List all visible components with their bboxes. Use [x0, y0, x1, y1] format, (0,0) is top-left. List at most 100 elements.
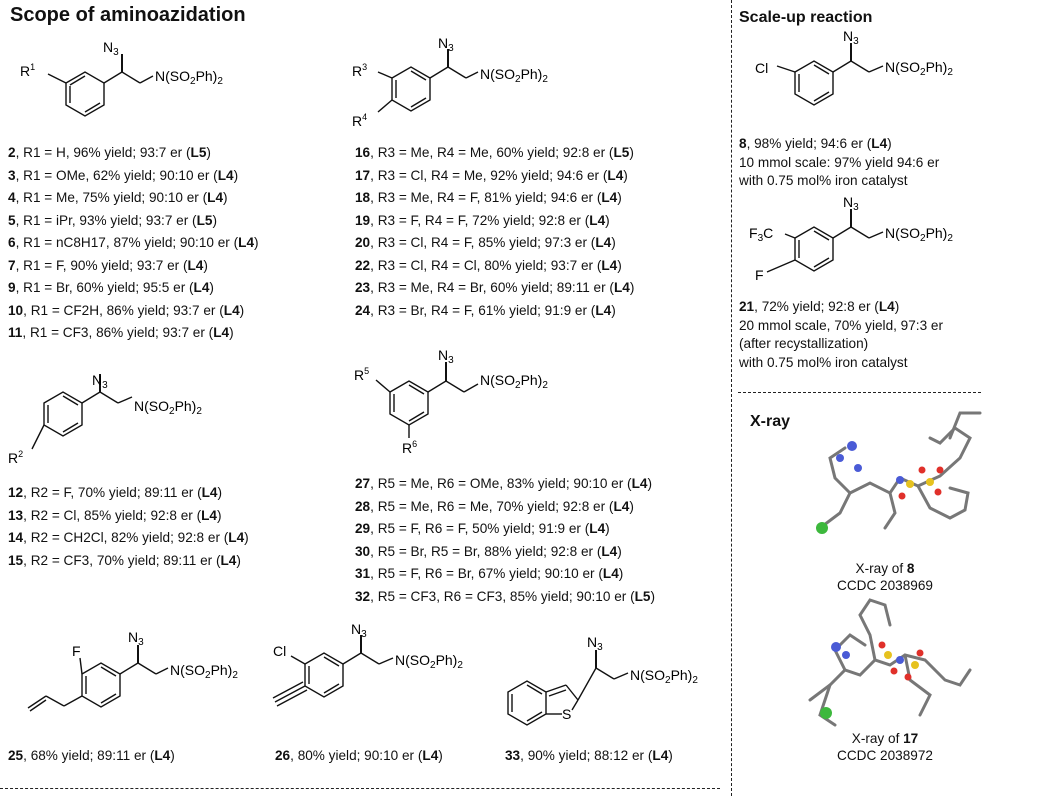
label-r4: R4 — [352, 112, 367, 129]
label-nso2ph2: N(SO2Ph)2 — [480, 66, 548, 85]
entry-row: 13, R2 = Cl, 85% yield; 92:8 er (L4) — [8, 507, 222, 523]
structure-para-r2: N3 N(SO2Ph)2 R2 — [8, 373, 202, 466]
structure-meta-r1: N3 N(SO2Ph)2 R1 — [20, 39, 223, 117]
stereo-wedge — [121, 54, 123, 72]
entry-26: 26, 80% yield; 90:10 er (L4) — [275, 748, 443, 763]
divider-vertical — [731, 0, 732, 796]
label-r2: R2 — [8, 449, 23, 466]
label-n3: N3 — [103, 39, 119, 58]
entry-25: 25, 68% yield; 89:11 er (L4) — [8, 748, 175, 763]
oxygen-atom — [878, 641, 886, 649]
structure-compound-33: N3 N(SO2Ph)2 S — [507, 634, 698, 726]
oxygen-atom — [916, 649, 924, 657]
entry-row: 17, R3 = Cl, R4 = Me, 92% yield; 94:6 er… — [355, 167, 628, 183]
entry-row: 30, R5 = Br, R5 = Br, 88% yield; 92:8 er… — [355, 543, 622, 559]
xray-structure-17 — [808, 598, 972, 727]
label-n3: N3 — [128, 629, 144, 648]
oxygen-atom — [904, 673, 912, 681]
stereo-wedge — [99, 374, 101, 392]
structure-r3-r4: N3 N(SO2Ph)2 R3 R4 — [352, 36, 548, 129]
entry-row: 27, R5 = Me, R6 = OMe, 83% yield; 90:10 … — [355, 476, 652, 491]
structure-r5-r6: N3 N(SO2Ph)2 R5 R6 — [354, 347, 548, 456]
stereo-wedge — [445, 362, 447, 381]
entry-row: 24, R3 = Br, R4 = F, 61% yield; 91:9 er … — [355, 302, 616, 318]
entries-group-4: 27, R5 = Me, R6 = OMe, 83% yield; 90:10 … — [355, 473, 655, 608]
entry-row: 29, R5 = F, R6 = F, 50% yield; 91:9 er (… — [355, 521, 610, 536]
entry-row: 16, R3 = Me, R4 = Me, 60% yield; 92:8 er… — [355, 145, 634, 160]
sulfur-atom — [884, 651, 892, 659]
label-r1: R1 — [20, 62, 35, 79]
structure-compound-25: N3 N(SO2Ph)2 F — [27, 629, 238, 712]
label-nso2ph2: N(SO2Ph)2 — [134, 398, 202, 417]
stereo-wedge — [595, 650, 597, 668]
entry-33: 33, 90% yield; 88:12 er (L4) — [505, 748, 673, 763]
entry-row: 6, R1 = nC8H17, 87% yield; 90:10 er (L4) — [8, 235, 259, 250]
entry-row: 20, R3 = Cl, R4 = F, 85% yield; 97:3 er … — [355, 235, 616, 250]
oxygen-atom — [936, 466, 944, 474]
entry-row: 2, R1 = H, 96% yield; 93:7 er (L5) — [8, 145, 211, 160]
label-f: F — [755, 267, 764, 283]
chlorine-atom — [820, 707, 832, 719]
xray-structure-8 — [816, 411, 982, 534]
label-r5: R5 — [354, 366, 369, 383]
stereo-wedge — [447, 49, 449, 67]
label-nso2ph2: N(SO2Ph)2 — [885, 225, 953, 244]
sulfur-atom — [911, 661, 919, 669]
entry-row: 19, R3 = F, R4 = F, 72% yield; 92:8 er (… — [355, 212, 610, 228]
entry-row: 9, R1 = Br, 60% yield; 95:5 er (L4) — [8, 280, 214, 295]
entry-row: 18, R3 = Me, R4 = F, 81% yield; 94:6 er … — [355, 190, 622, 205]
label-nso2ph2: N(SO2Ph)2 — [155, 68, 223, 87]
label-n3: N3 — [351, 624, 367, 640]
label-s: S — [562, 706, 571, 722]
entry-row: 15, R2 = CF3, 70% yield; 89:11 er (L4) — [8, 552, 241, 568]
label-r6: R6 — [402, 439, 417, 456]
chlorine-atom — [816, 522, 828, 534]
xray-caption-17: X-ray of 17 CCDC 2038972 — [837, 731, 933, 763]
divider-bottom — [0, 788, 720, 789]
xray-caption-8: X-ray of 8 CCDC 2038969 — [837, 561, 933, 593]
nitrogen-atom — [896, 656, 904, 664]
sulfur-atom — [906, 480, 914, 488]
entry-row: 3, R1 = OMe, 62% yield; 90:10 er (L4) — [8, 167, 239, 183]
sulfur-atom — [926, 478, 934, 486]
entries-group-3: 16, R3 = Me, R4 = Me, 60% yield; 92:8 er… — [355, 142, 634, 322]
oxygen-atom — [890, 667, 898, 675]
entry-row: 7, R1 = F, 90% yield; 93:7 er (L4) — [8, 257, 208, 273]
entry-row: 10, R1 = CF2H, 86% yield; 93:7 er (L4) — [8, 302, 245, 318]
stereo-wedge — [850, 209, 852, 227]
scaleup-title: Scale-up reaction — [739, 9, 873, 26]
nitrogen-atom — [836, 454, 844, 462]
page-title: Scope of aminoazidation — [10, 4, 246, 26]
label-n3: N3 — [438, 36, 454, 54]
structure-compound-26: N3 N(SO2Ph)2 Cl — [272, 624, 463, 707]
label-r3: R3 — [352, 62, 367, 79]
entry-row: 31, R5 = F, R6 = Br, 67% yield; 90:10 er… — [355, 566, 624, 581]
entries-group-1: 2, R1 = H, 96% yield; 93:7 er (L5) 3, R1 … — [8, 142, 259, 345]
entry-row: 22, R3 = Cl, R4 = Cl, 80% yield; 93:7 er… — [355, 257, 622, 273]
nitrogen-atom — [847, 441, 857, 451]
nitrogen-atom — [842, 651, 850, 659]
scaleup-note-21: 21, 72% yield; 92:8 er (L4) 20 mmol scal… — [739, 299, 944, 370]
nitrogen-atom — [854, 464, 862, 472]
entry-row: 5, R1 = iPr, 93% yield; 93:7 er (L5) — [8, 212, 217, 228]
nitrogen-atom — [896, 476, 904, 484]
entry-row: 14, R2 = CH2Cl, 82% yield; 92:8 er (L4) — [8, 530, 249, 545]
divider-right — [738, 392, 981, 393]
scaleup-note-8: 8, 98% yield; 94:6 er (L4) 10 mmol scale… — [739, 136, 940, 188]
oxygen-atom — [918, 466, 926, 474]
label-nso2ph2: N(SO2Ph)2 — [170, 662, 238, 681]
label-nso2ph2: N(SO2Ph)2 — [885, 59, 953, 78]
label-nso2ph2: N(SO2Ph)2 — [480, 372, 548, 391]
label-f3c: F3C — [749, 225, 773, 244]
structure-compound-21: N3 N(SO2Ph)2 F3C F — [749, 196, 953, 283]
entry-row: 28, R5 = Me, R6 = Me, 70% yield; 92:8 er… — [355, 498, 634, 514]
structure-compound-8: N3 N(SO2Ph)2 Cl — [755, 30, 953, 106]
entry-row: 4, R1 = Me, 75% yield; 90:10 er (L4) — [8, 190, 228, 205]
entries-group-2: 12, R2 = F, 70% yield; 89:11 er (L4) 13, … — [8, 482, 249, 572]
label-cl: Cl — [755, 60, 768, 76]
label-cl: Cl — [273, 643, 286, 659]
entry-row: 32, R5 = CF3, R6 = CF3, 85% yield; 90:10… — [355, 588, 656, 604]
xray-title: X-ray — [750, 413, 791, 430]
stereo-wedge — [137, 645, 139, 663]
entry-row: 12, R2 = F, 70% yield; 89:11 er (L4) — [8, 485, 223, 500]
